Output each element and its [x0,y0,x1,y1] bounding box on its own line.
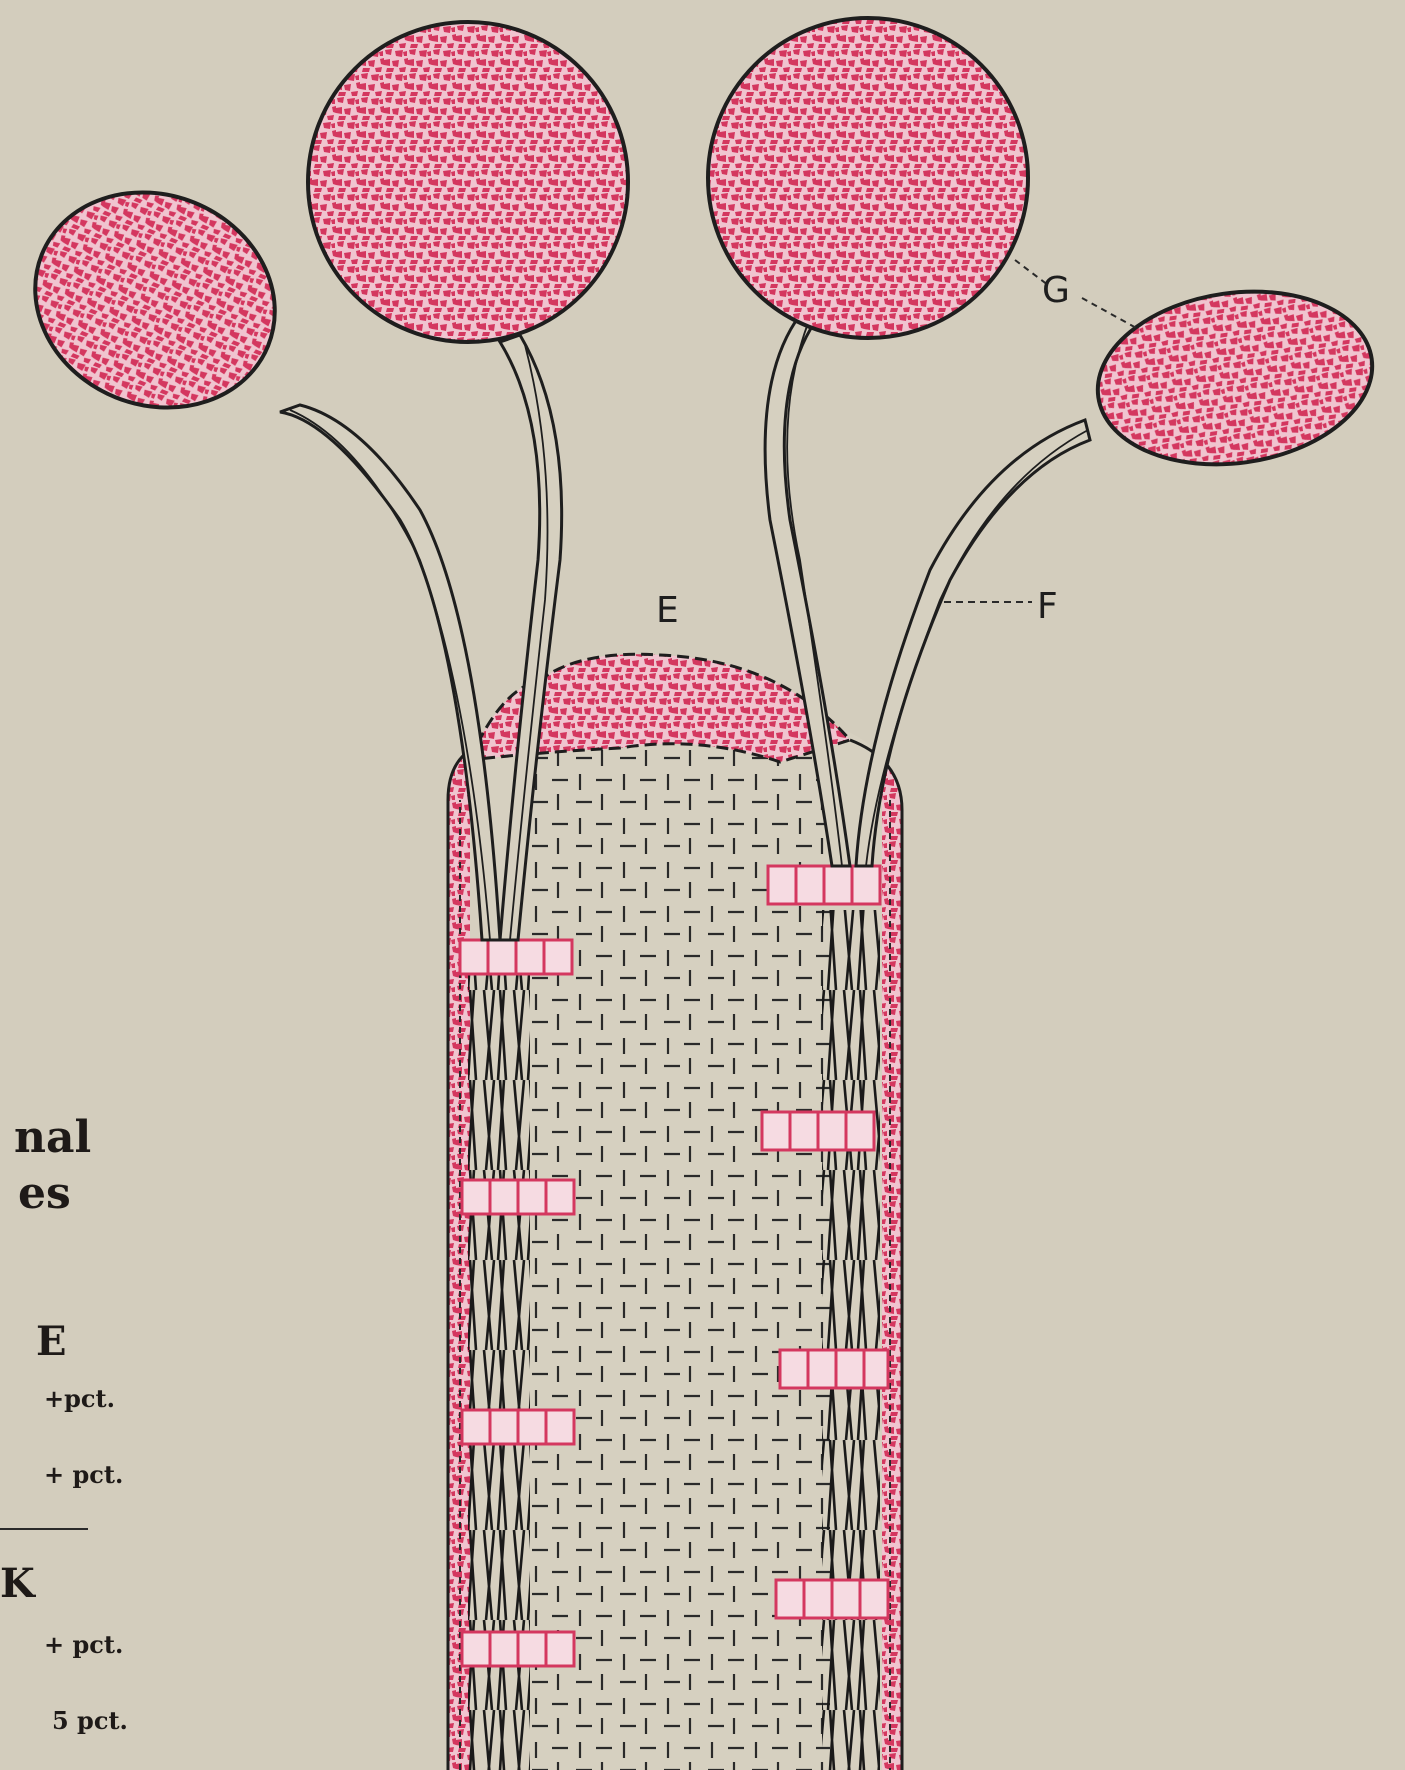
caption-divider [0,1528,88,1530]
caption-group1-row1: +pct. [44,1384,115,1413]
head-3 [708,18,1028,338]
head-1 [3,157,308,443]
band [780,1350,888,1388]
band [762,1112,874,1150]
band [460,940,572,974]
label-f: F [1037,586,1058,627]
right-fiber-bundle [822,910,880,1770]
caption-group2-row2: 5 pct. [52,1706,128,1735]
caption-heading-line1: nal [14,1112,91,1163]
band [776,1580,888,1618]
caption-group1-row2: + pct. [44,1460,123,1489]
label-e: E [656,590,679,631]
band [462,1180,574,1214]
head-2 [308,22,628,342]
band [462,1632,574,1666]
head-4 [1087,275,1384,482]
band [462,1410,574,1444]
band [768,866,880,904]
label-g: G [1042,270,1070,311]
caption-heading-line2: es [18,1168,71,1219]
caption-group2-row1: + pct. [44,1630,123,1659]
caption-group1-letter: E [36,1318,67,1365]
caption-group2-letter: K [0,1560,35,1607]
leader-g [1015,260,1140,330]
heads [3,18,1384,481]
